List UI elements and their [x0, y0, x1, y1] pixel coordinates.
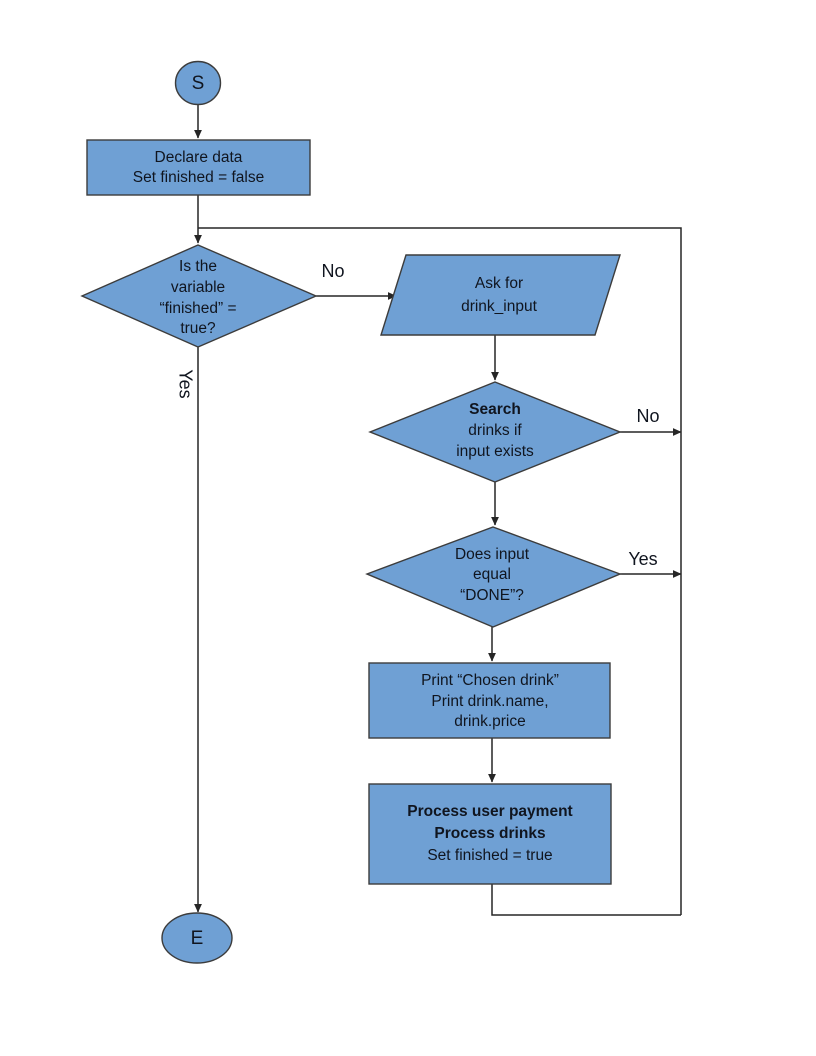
node-done-check-line-2: equal — [473, 566, 511, 583]
node-finished-check-line-4: true? — [180, 320, 216, 337]
node-end[interactable] — [161, 912, 233, 964]
node-print-chosen-drink[interactable] — [368, 662, 611, 739]
node-finished-check-line-2: variable — [171, 279, 225, 296]
edge-label-finished-no: No — [321, 261, 344, 281]
connector-loop-return-rail — [198, 227, 682, 915]
node-done-check-line-3: “DONE”? — [460, 587, 524, 604]
node-process-line-3: Set finished = true — [427, 847, 552, 864]
node-declare-data[interactable] — [86, 139, 311, 196]
node-print-line-2: Print drink.name, — [431, 693, 548, 710]
node-process-line-2: Process drinks — [434, 825, 545, 842]
node-process-payment[interactable] — [368, 783, 612, 885]
node-end-label: E — [191, 928, 204, 949]
node-search-drinks[interactable] — [368, 381, 622, 483]
node-ask-drink-input[interactable] — [380, 254, 621, 336]
node-start[interactable] — [174, 60, 222, 106]
node-declare-line-1: Declare data — [155, 149, 243, 166]
node-finished-check-line-3: “finished” = — [159, 300, 236, 317]
node-finished-check-line-1: Is the — [179, 258, 217, 275]
node-print-line-3: drink.price — [454, 713, 526, 730]
edge-label-search-no: No — [636, 406, 659, 426]
node-ask-line-1: Ask for — [475, 275, 523, 292]
edge-label-done-yes: Yes — [628, 549, 657, 569]
node-process-line-1: Process user payment — [407, 803, 572, 820]
node-search-line-2: drinks if — [468, 422, 522, 439]
node-search-line-1: Search — [469, 401, 521, 418]
node-done-check[interactable] — [365, 526, 622, 628]
node-start-label: S — [192, 73, 205, 94]
node-ask-line-2: drink_input — [461, 298, 538, 315]
connector-process-to-loop — [491, 884, 681, 916]
node-done-check-line-1: Does input — [455, 546, 530, 563]
node-search-line-3: input exists — [456, 443, 534, 460]
node-print-line-1: Print “Chosen drink” — [421, 672, 559, 689]
edge-label-finished-yes: Yes — [175, 369, 195, 398]
node-declare-line-2: Set finished = false — [133, 169, 264, 186]
node-finished-check[interactable] — [80, 244, 318, 348]
